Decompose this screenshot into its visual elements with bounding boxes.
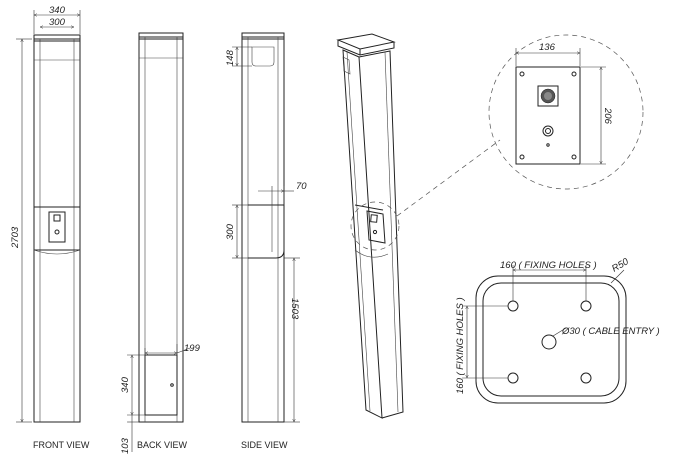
dim-total-height: 2703 <box>10 226 21 249</box>
detail-circle <box>488 34 644 190</box>
intercom-faceplate <box>515 66 581 165</box>
dim-door-height: 340 <box>120 376 131 393</box>
base-plate-outer <box>475 275 627 404</box>
dim-bracket-height: 300 <box>225 223 236 240</box>
dim-top-inner: 300 <box>49 17 66 28</box>
back-access-door <box>144 354 178 416</box>
dim-bracket-depth: 70 <box>296 181 307 192</box>
front-view-label: FRONT VIEW <box>33 440 90 450</box>
dim-panel-width: 136 <box>539 42 556 53</box>
speaker-grille <box>537 85 559 107</box>
fixing-hole <box>507 372 519 384</box>
dim-door-width: 199 <box>184 343 201 354</box>
isometric-view <box>336 33 501 419</box>
side-view: 148 70 300 1503 SIDE VIEW <box>225 32 307 450</box>
dim-top-outer: 340 <box>49 5 66 16</box>
detail-panel: 136 206 <box>488 34 644 190</box>
dim-base-offset: 103 <box>120 437 131 454</box>
back-view: 199 340 103 BACK VIEW <box>120 32 201 454</box>
call-button <box>542 125 554 137</box>
fixing-holes-y-label: 160 ( FIXING HOLES ) <box>455 297 466 394</box>
dim-panel-height: 206 <box>602 107 613 125</box>
radius-label: R50 <box>610 256 631 275</box>
dim-cap-height: 148 <box>225 49 236 66</box>
front-view: 340 300 2703 FRONT VIEW <box>10 5 90 450</box>
cable-entry-hole <box>541 334 557 350</box>
cable-entry-label: Ø30 ( CABLE ENTRY ) <box>561 326 660 337</box>
front-intercom-panel <box>48 211 66 243</box>
fixing-hole <box>580 372 592 384</box>
speaker-icon <box>540 88 556 104</box>
fixing-hole <box>580 300 592 312</box>
side-view-label: SIDE VIEW <box>241 440 288 450</box>
back-view-label: BACK VIEW <box>137 440 188 450</box>
dim-lower-height: 1503 <box>289 298 300 320</box>
base-plan: Ø30 ( CABLE ENTRY ) 160 ( FIXING HOLES )… <box>455 256 660 404</box>
fixing-holes-x-label: 160 ( FIXING HOLES ) <box>500 260 597 271</box>
fixing-hole <box>507 300 519 312</box>
